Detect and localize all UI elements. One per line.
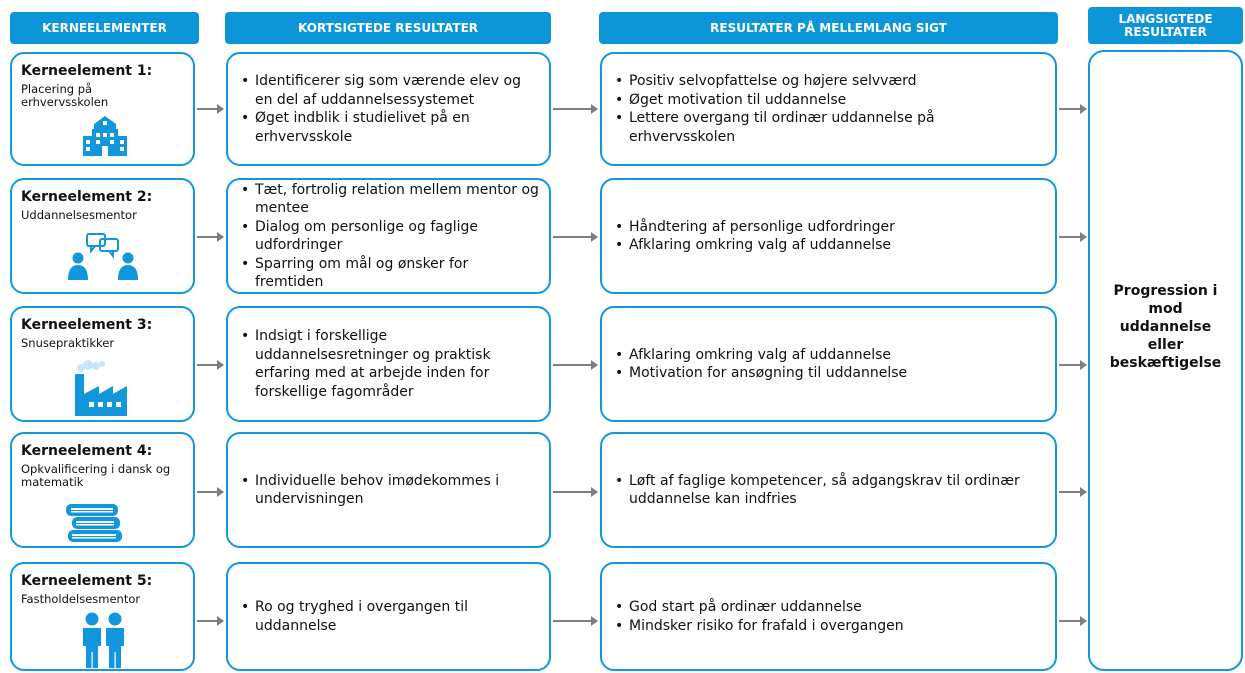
header-short-term: KORTSIGTEDE RESULTATER [225, 12, 551, 44]
list-item: God start på ordinær uddannelse [612, 598, 904, 617]
list-item: Lettere overgang til ordinær uddannelse … [612, 109, 1045, 146]
core-element-1-box: Kerneelement 1: Placering på erhvervssko… [10, 52, 195, 166]
core-element-title: Kerneelement 4: [21, 443, 153, 459]
short-term-box-5: Ro og tryghed i overgangen til uddannels… [226, 562, 551, 671]
mid-term-list: God start på ordinær uddannelse Mindsker… [612, 598, 904, 635]
core-element-3-box: Kerneelement 3: Snusepraktikker [10, 306, 195, 422]
arrow-connector [1059, 105, 1087, 113]
mid-term-box-3: Afklaring omkring valg af uddannelse Mot… [600, 306, 1057, 422]
short-term-box-4: Individuelle behov imødekommes i undervi… [226, 432, 551, 548]
list-item: Motivation for ansøgning til uddannelse [612, 364, 907, 383]
list-item: Ro og tryghed i overgangen til uddannels… [238, 598, 539, 635]
core-element-title: Kerneelement 1: [21, 63, 153, 79]
list-item: Øget motivation til uddannelse [612, 91, 1045, 110]
core-element-5-box: Kerneelement 5: Fastholdelsesmentor [10, 562, 195, 671]
header-mid-term: RESULTATER PÅ MELLEMLANG SIGT [599, 12, 1058, 44]
conversation-people-icon [68, 233, 138, 280]
short-term-list: Tæt, fortrolig relation mellem mentor og… [238, 181, 539, 292]
mid-term-box-1: Positiv selvopfattelse og højere selvvær… [600, 52, 1057, 166]
mid-term-box-4: Løft af faglige kompetencer, så adgangsk… [600, 432, 1057, 548]
core-element-subtitle: Snusepraktikker [21, 336, 115, 350]
long-term-result-text: Progression i mod uddannelse eller beskæ… [1109, 282, 1222, 371]
core-element-subtitle: Fastholdelsesmentor [21, 592, 141, 606]
core-element-4-box: Kerneelement 4: Opkvalificering i dansk … [10, 432, 195, 548]
list-item: Identificerer sig som værende elev og en… [238, 72, 539, 109]
header-core-elements: KERNEELEMENTER [10, 12, 199, 44]
core-element-title: Kerneelement 2: [21, 189, 153, 205]
core-element-subtitle: Opkvalificering i dansk og matematik [21, 462, 171, 489]
books-stack-icon [66, 504, 122, 542]
school-building-icon [83, 116, 127, 156]
core-element-title: Kerneelement 3: [21, 317, 153, 333]
arrow-connector [1059, 488, 1087, 496]
core-element-subtitle: Placering på erhvervsskolen [21, 82, 109, 109]
list-item: Individuelle behov imødekommes i undervi… [238, 472, 539, 509]
mid-term-list: Positiv selvopfattelse og højere selvvær… [612, 72, 1045, 146]
list-item: Positiv selvopfattelse og højere selvvær… [612, 72, 1045, 91]
arrow-connector [553, 105, 598, 113]
mid-term-list: Løft af faglige kompetencer, så adgangsk… [612, 472, 1045, 509]
list-item: Tæt, fortrolig relation mellem mentor og… [238, 181, 539, 218]
header-long-term: LANGSIGTEDE RESULTATER [1088, 7, 1243, 44]
short-term-box-1: Identificerer sig som værende elev og en… [226, 52, 551, 166]
two-people-icon [83, 612, 124, 668]
core-element-subtitle: Uddannelsesmentor [21, 208, 137, 222]
arrow-connector [1059, 361, 1087, 369]
list-item: Øget indblik i studielivet på en erhverv… [238, 109, 539, 146]
arrow-connector [197, 617, 224, 625]
list-item: Indsigt i forskellige uddannelsesretning… [238, 327, 539, 401]
list-item: Sparring om mål og ønsker for fremtiden [238, 255, 539, 292]
mid-term-list: Håndtering af personlige udfordringer Af… [612, 218, 895, 255]
arrow-connector [553, 361, 598, 369]
arrow-connector [197, 361, 224, 369]
mid-term-box-2: Håndtering af personlige udfordringer Af… [600, 178, 1057, 294]
short-term-list: Indsigt i forskellige uddannelsesretning… [238, 327, 539, 401]
list-item: Mindsker risiko for frafald i overgangen [612, 617, 904, 636]
mid-term-box-5: God start på ordinær uddannelse Mindsker… [600, 562, 1057, 671]
arrow-connector [553, 617, 598, 625]
long-term-result-box: Progression i mod uddannelse eller beskæ… [1088, 50, 1243, 671]
arrow-connector [1059, 617, 1087, 625]
arrow-connector [197, 488, 224, 496]
list-item: Løft af faglige kompetencer, så adgangsk… [612, 472, 1045, 509]
arrow-connector [197, 233, 224, 241]
core-element-2-box: Kerneelement 2: Uddannelsesmentor [10, 178, 195, 294]
short-term-box-2: Tæt, fortrolig relation mellem mentor og… [226, 178, 551, 294]
arrow-connector [553, 488, 598, 496]
short-term-list: Identificerer sig som værende elev og en… [238, 72, 539, 146]
short-term-list: Individuelle behov imødekommes i undervi… [238, 472, 539, 509]
list-item: Afklaring omkring valg af uddannelse [612, 236, 895, 255]
arrow-connector [197, 105, 224, 113]
list-item: Dialog om personlige og faglige udfordri… [238, 218, 539, 255]
factory-icon [75, 360, 127, 416]
short-term-list: Ro og tryghed i overgangen til uddannels… [238, 598, 539, 635]
arrow-connector [553, 233, 598, 241]
mid-term-list: Afklaring omkring valg af uddannelse Mot… [612, 346, 907, 383]
arrow-connector [1059, 233, 1087, 241]
list-item: Afklaring omkring valg af uddannelse [612, 346, 907, 365]
list-item: Håndtering af personlige udfordringer [612, 218, 895, 237]
short-term-box-3: Indsigt i forskellige uddannelsesretning… [226, 306, 551, 422]
core-element-title: Kerneelement 5: [21, 573, 153, 589]
